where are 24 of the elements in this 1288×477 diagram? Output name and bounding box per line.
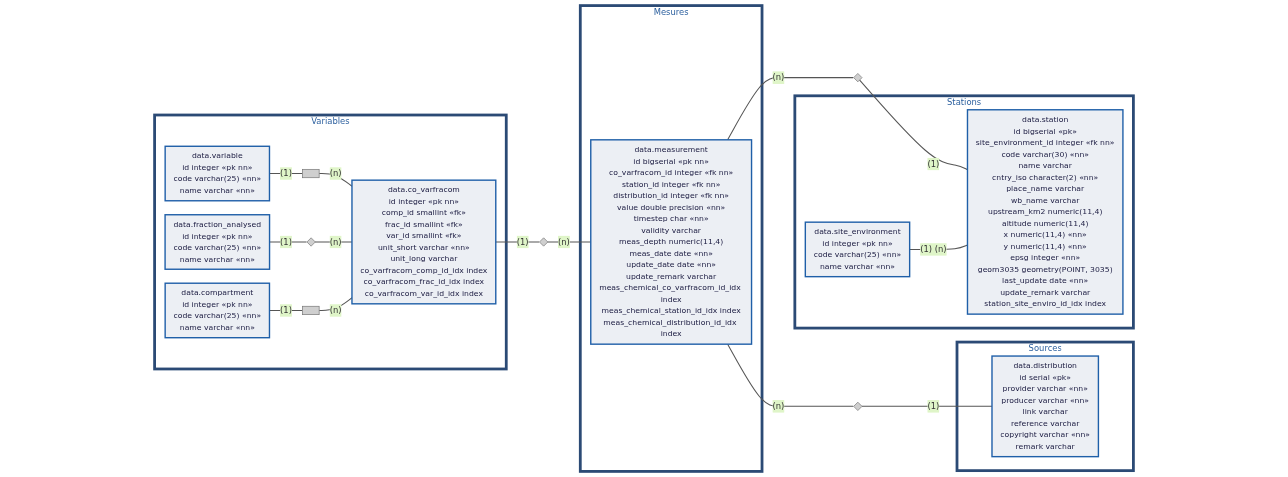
edge-label: (1) (516, 237, 529, 247)
connector (727, 343, 854, 407)
edge-label: (n) (772, 401, 785, 412)
edge-label: (n) (329, 237, 342, 247)
connector (858, 79, 968, 171)
edge-label: (1) (n) (920, 244, 947, 255)
connector (727, 77, 854, 141)
node-diamond (853, 401, 863, 411)
edge-label: (1) (280, 168, 292, 179)
edge-label: (1) (927, 401, 940, 412)
node-box (302, 169, 320, 179)
edge-label: (n) (329, 305, 342, 316)
edge-label: (n) (329, 168, 342, 179)
node-diamond (539, 237, 549, 247)
edge-label: (1) (280, 237, 292, 247)
node-diamond (306, 237, 316, 247)
edge-label: (1) (927, 159, 940, 169)
node-box (302, 305, 320, 315)
edge-label: (1) (280, 305, 292, 316)
edge-label: (n) (557, 237, 570, 247)
connector (495, 241, 540, 243)
node-diamond (853, 73, 863, 83)
edge-label: (n) (772, 72, 785, 83)
connector (269, 241, 308, 243)
